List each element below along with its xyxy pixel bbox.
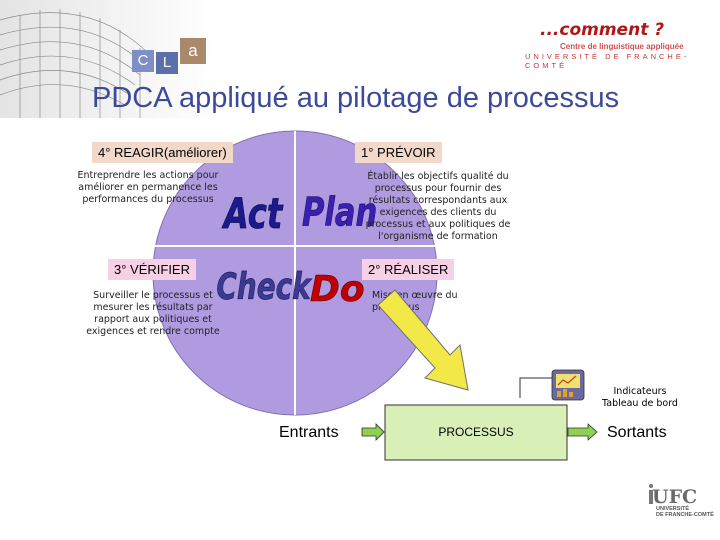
building-illustration: [0, 0, 215, 118]
cla-subtitle: Centre de linguistique appliquée: [560, 42, 684, 51]
cla-letter-a: a: [180, 38, 206, 64]
plan-word: Plan: [302, 190, 377, 236]
process-box: [384, 404, 568, 461]
university-line: UNIVERSITÉ DE FRANCHE-COMTÉ: [525, 52, 690, 70]
pdca-circle: [152, 130, 438, 416]
plan-description: Établir les objectifs qualité du process…: [365, 171, 511, 242]
do-word: Do: [310, 269, 365, 310]
entrants-label: Entrants: [279, 424, 339, 441]
sortants-label: Sortants: [607, 424, 667, 441]
dashboard-icon: [551, 369, 585, 401]
do-label: 2° RÉALISER: [362, 259, 455, 280]
ufc-logo-subtitle: UNIVERSITÉ DE FRANCHE-COMTÉ: [656, 506, 714, 518]
ufc-logo-mark: [649, 484, 653, 504]
ufc-logo-line2: DE FRANCHE-COMTÉ: [656, 512, 714, 518]
ufc-logo: UFC: [652, 486, 698, 508]
entrants-arrow: [361, 423, 385, 441]
yellow-arrow: [377, 289, 469, 391]
act-description: Entreprendre les actions pour améliorer …: [77, 170, 219, 205]
cla-letter-c: C: [132, 50, 154, 72]
cla-letter-l: L: [156, 52, 178, 74]
process-label: PROCESSUS: [438, 425, 514, 439]
ufc-logo-line1: UNIVERSITÉ: [656, 506, 690, 512]
plan-label: 1° PRÉVOIR: [355, 142, 442, 163]
indicators-line2: Tableau de bord: [602, 398, 678, 409]
sortants-arrow: [567, 423, 598, 441]
indicators-line1: Indicateurs: [613, 386, 667, 397]
pdca-words: Act Plan Check Do: [216, 188, 377, 310]
tagline: ...comment ?: [540, 20, 665, 40]
check-word: Check: [216, 265, 312, 308]
check-label: 3° VÉRIFIER: [108, 259, 196, 280]
indicators-label: Indicateurs Tableau de bord: [590, 386, 690, 410]
act-word: Act: [221, 189, 283, 238]
check-description: Surveiller le processus et mesurer les r…: [86, 290, 220, 337]
page-title: PDCA appliqué au pilotage de processus: [92, 82, 620, 114]
cla-logo: C L a: [132, 38, 212, 74]
act-label: 4° REAGIR(améliorer): [92, 142, 233, 163]
